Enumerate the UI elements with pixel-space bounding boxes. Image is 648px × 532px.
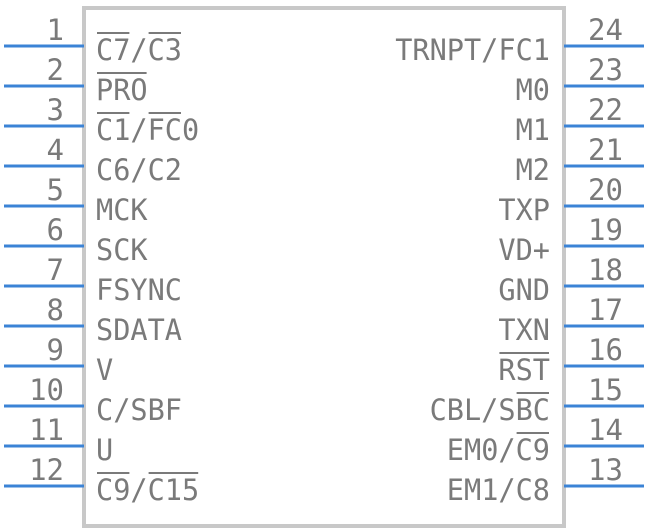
pin-number: 22: [588, 93, 623, 127]
pin-number: 20: [588, 173, 623, 207]
pin-label-part: M0: [516, 73, 550, 107]
pin-label-part: GND: [498, 273, 550, 307]
pin-number: 12: [29, 453, 64, 487]
pin-label-part: EM0/: [447, 433, 516, 467]
pin-label-part: PRO: [96, 73, 148, 107]
pin-number: 19: [588, 213, 623, 247]
pin-number: 11: [29, 413, 64, 447]
pin-label-part: EM1/C8: [447, 473, 550, 507]
pin-number: 9: [47, 333, 64, 367]
pin-number: 8: [47, 293, 64, 327]
pin-label-part: MCK: [96, 193, 148, 227]
pin-number: 4: [47, 133, 64, 167]
pin-label-part: FC: [148, 113, 182, 147]
pin-label-part: SDATA: [96, 313, 182, 347]
pin-label-part: C9: [96, 473, 130, 507]
pin-label-part: TRNPT/FC1: [395, 33, 550, 67]
pin-label-part: C/SBF: [96, 393, 182, 427]
pin-number: 14: [588, 413, 623, 447]
pin-label-part: FSYNC: [96, 273, 182, 307]
pin-label-part: C15: [148, 473, 200, 507]
pin-number: 5: [47, 173, 64, 207]
pin-number: 23: [588, 53, 623, 87]
pin-number: 16: [588, 333, 623, 367]
pin-label-part: C6/C2: [96, 153, 182, 187]
pin-label-part: C9: [516, 433, 550, 467]
ic-body: [82, 6, 566, 528]
pin-number: 7: [47, 253, 64, 287]
pin-label-part: RST: [498, 353, 550, 387]
pin-label-part: M1: [516, 113, 550, 147]
pin-number: 17: [588, 293, 623, 327]
pin-label-part: SCK: [96, 233, 148, 267]
pin-number: 3: [47, 93, 64, 127]
pin-number: 1: [47, 13, 64, 47]
pin-label-part: /: [130, 113, 147, 147]
pin-label-part: C7: [96, 33, 130, 67]
pin-label-part: V: [96, 353, 113, 387]
pin-number: 18: [588, 253, 623, 287]
pin-number: 10: [29, 373, 64, 407]
pin-label-part: C1: [96, 113, 130, 147]
pin-label-part: U: [96, 433, 113, 467]
pin-label-part: BC: [516, 393, 550, 427]
pin-number: 2: [47, 53, 64, 87]
pin-number: 24: [588, 13, 623, 47]
pin-label-part: /: [130, 33, 147, 67]
pin-label-part: /: [130, 473, 147, 507]
pin-number: 13: [588, 453, 623, 487]
pin-label-part: CBL/S: [430, 393, 516, 427]
pin-number: 6: [47, 213, 64, 247]
pin-number: 21: [588, 133, 623, 167]
pin-label-part: TXN: [498, 313, 550, 347]
pin-label-part: 0: [182, 113, 199, 147]
pin-number: 15: [588, 373, 623, 407]
pin-label-part: TXP: [498, 193, 550, 227]
pin-label-part: VD+: [498, 233, 550, 267]
pin-label-part: C3: [148, 33, 182, 67]
pin-label-part: M2: [516, 153, 550, 187]
